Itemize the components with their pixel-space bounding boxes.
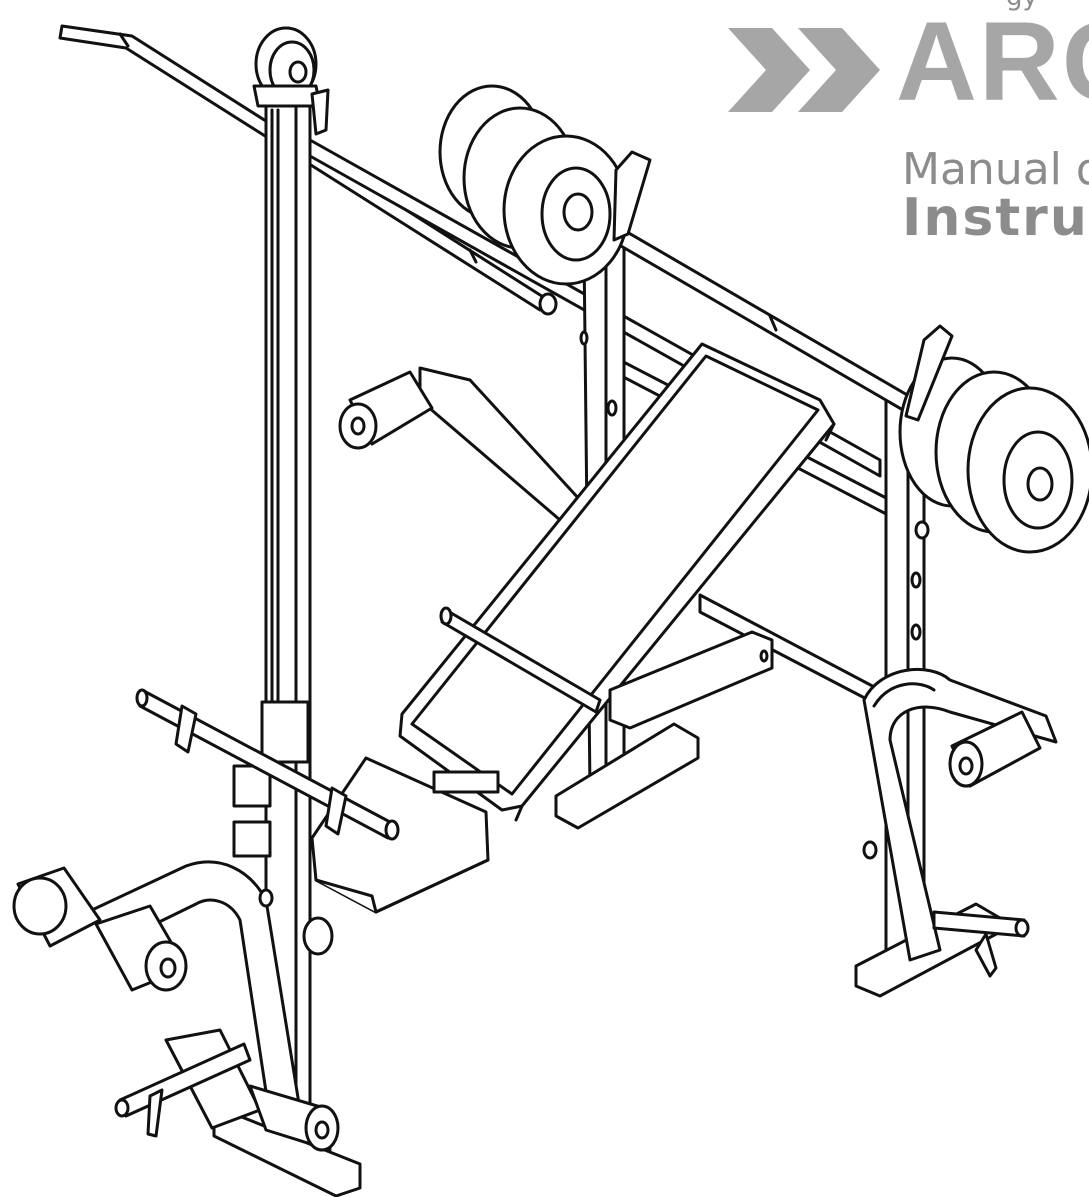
manual-title-line2: Instruc	[902, 188, 1089, 248]
seat-pad	[304, 758, 498, 954]
leg-developer-right	[864, 669, 1056, 976]
barbell	[440, 86, 1089, 552]
upper-leg-pad-left	[340, 368, 580, 520]
brand-name: ARG	[896, 0, 1089, 124]
leg-developer-left	[14, 862, 338, 1150]
brand-top-fragment: gy	[1006, 0, 1038, 10]
manual-title-line1: Manual d	[902, 144, 1089, 195]
top-pulley	[254, 28, 328, 134]
lower-rod	[441, 608, 600, 712]
double-chevron-right-icon	[728, 28, 880, 112]
lat-pulldown-bar	[60, 26, 556, 314]
handle-bar	[137, 690, 398, 839]
incline-backrest	[400, 344, 834, 820]
